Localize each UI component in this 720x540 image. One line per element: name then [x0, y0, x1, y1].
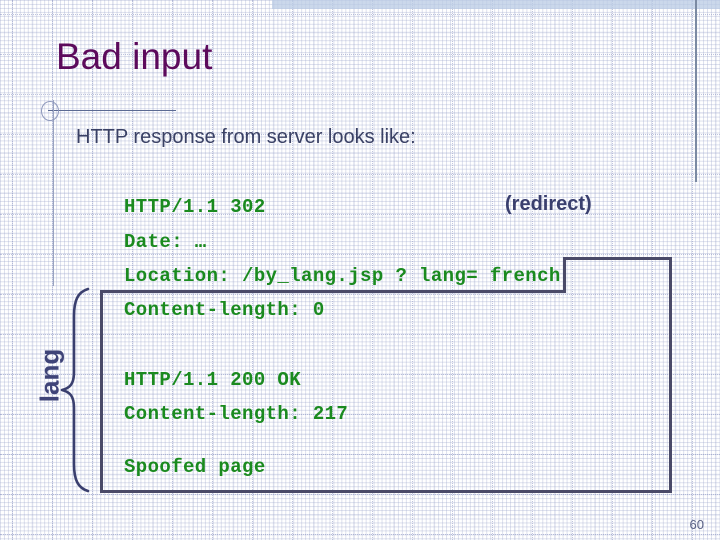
title-vertical-rule — [53, 100, 54, 286]
response-body-spoofed-page: Spoofed page — [124, 456, 266, 478]
spoofed-response-callout-box — [100, 257, 672, 493]
title-underline-rule — [48, 110, 176, 111]
bullet-circle-icon — [41, 101, 59, 121]
callout-bottom-edge — [100, 490, 672, 493]
redirect-annotation: (redirect) — [505, 193, 592, 215]
brace-label-lang: lang — [34, 348, 65, 403]
callout-notch-riser-edge — [563, 257, 566, 290]
right-accent-rule — [695, 0, 697, 182]
callout-top-left-edge — [100, 290, 566, 293]
callout-right-edge — [669, 257, 672, 493]
response-line-status-200: HTTP/1.1 200 OK — [124, 369, 302, 391]
callout-top-right-edge — [563, 257, 672, 260]
callout-left-edge — [100, 290, 103, 493]
curly-brace-icon — [58, 286, 92, 494]
response-line-status-302: HTTP/1.1 302 — [124, 196, 266, 218]
subtitle-text: HTTP response from server looks like: — [76, 126, 416, 148]
response-line-date: Date: … — [124, 231, 207, 253]
top-accent-band — [272, 0, 720, 9]
page-title: Bad input — [56, 36, 213, 77]
response-line-content-length-0: Content-length: 0 — [124, 299, 325, 321]
response-line-content-length-217: Content-length: 217 — [124, 403, 349, 425]
page-number: 60 — [689, 517, 704, 532]
response-line-location: Location: /by_lang.jsp ? lang= french — [124, 265, 561, 287]
